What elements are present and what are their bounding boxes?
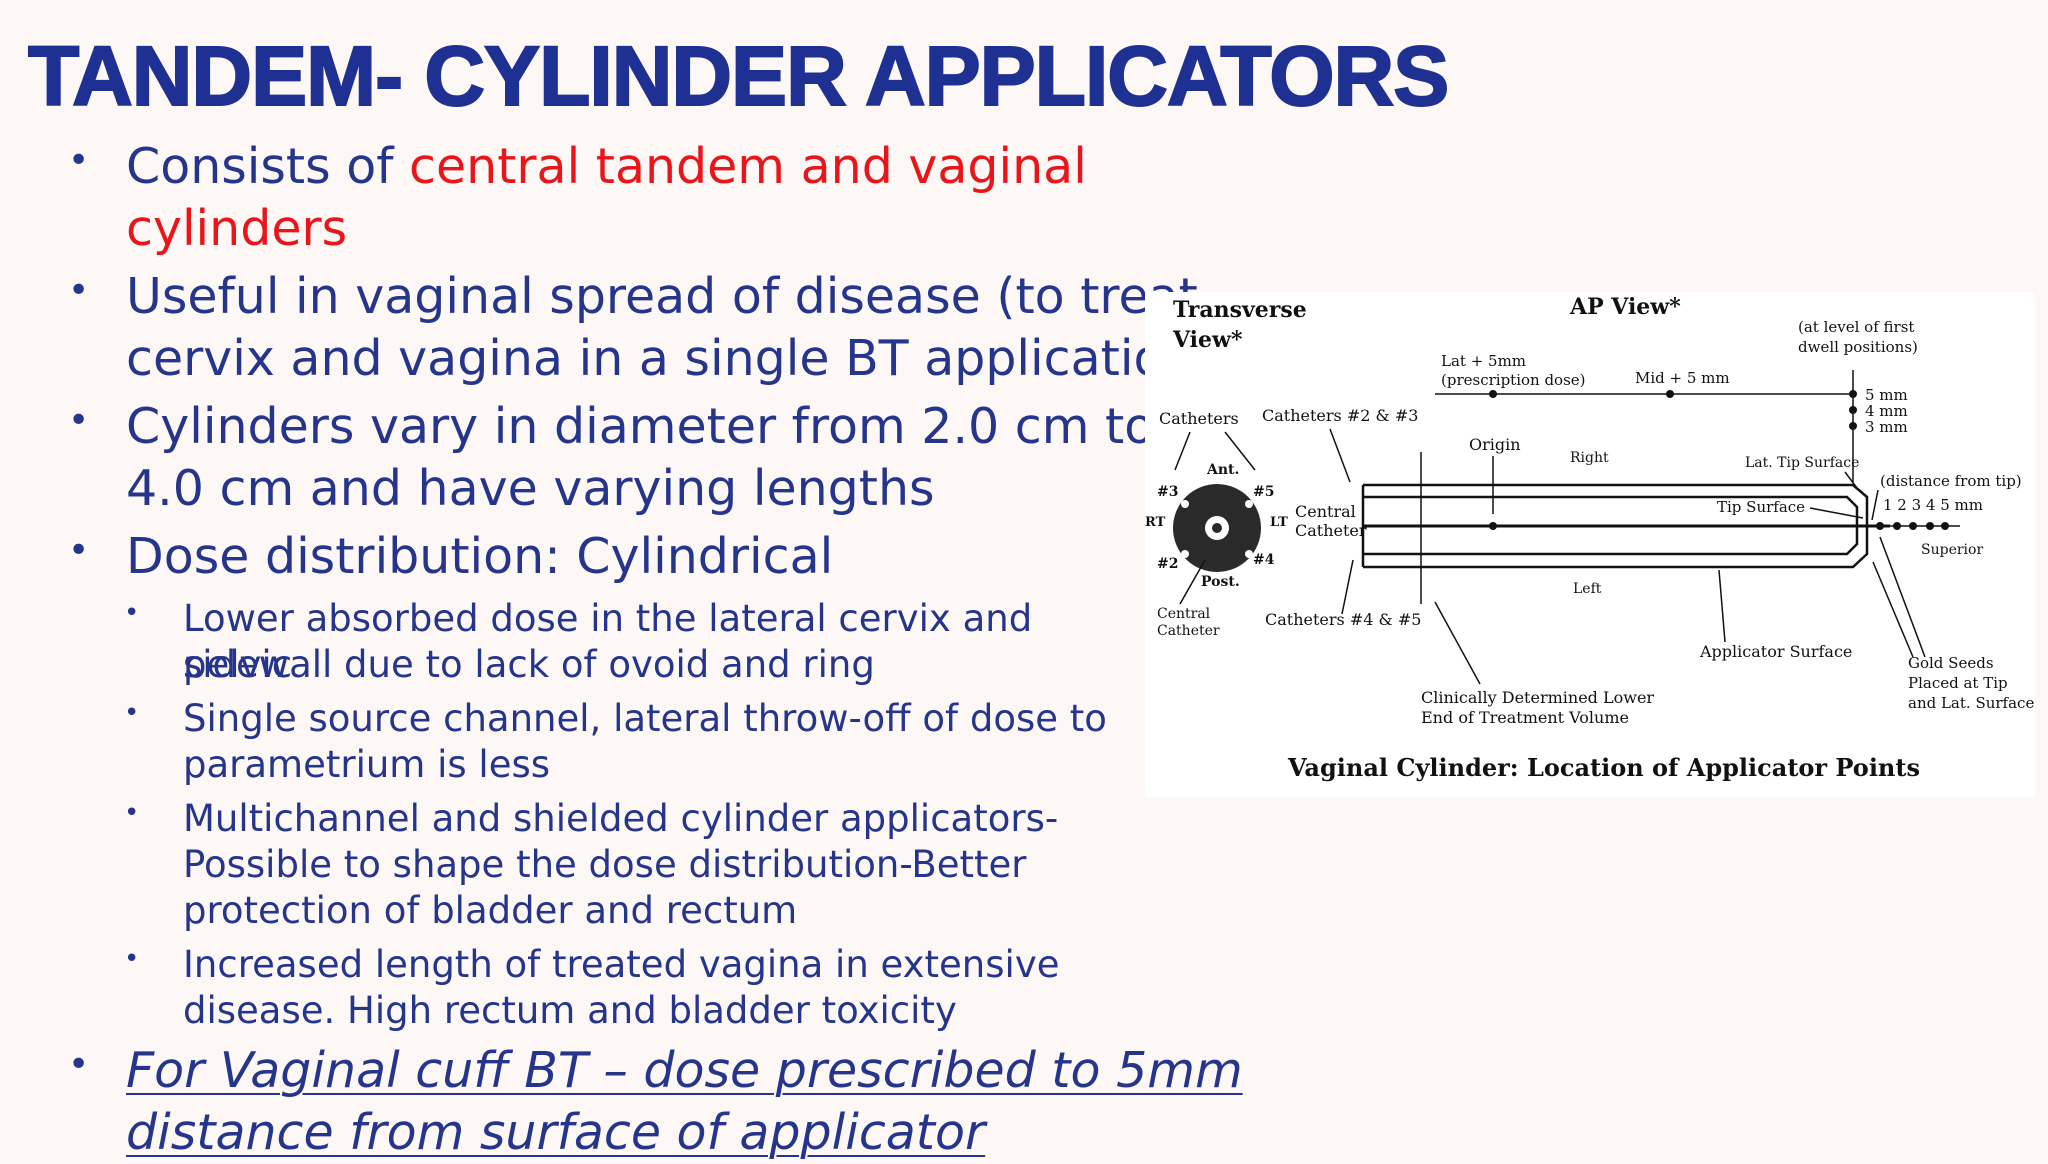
label-gold2: Placed at Tip [1908, 674, 2008, 692]
bullet-vaginal-cuff-line1: For Vaginal cuff BT – dose prescribed to… [126, 1042, 1243, 1099]
cylinder-ap-outline [1361, 452, 1890, 604]
label-lat5: Lat + 5mm [1441, 352, 1526, 370]
label-distance-from-tip: (distance from tip) [1880, 472, 2022, 490]
label-at-level: (at level of first [1798, 318, 1914, 336]
sub-bullet-single-source-line1: Single source channel, lateral throw-off… [183, 697, 1107, 740]
sub-bullet-lower-dose-line2: sidewall due to lack of ovoid and ring [183, 643, 875, 686]
label-clin1: Clinically Determined Lower [1421, 688, 1654, 707]
label-tip-surface: Tip Surface [1717, 498, 1805, 516]
label-ant: Ant. [1206, 462, 1239, 478]
sub-bullet-marker: • [124, 944, 140, 974]
bullet-dose-distribution: Dose distribution: Cylindrical [126, 528, 834, 585]
label-gold3: and Lat. Surface [1908, 694, 2034, 712]
sub-bullet-increased-length-line2: disease. High rectum and bladder toxicit… [183, 989, 957, 1032]
label-origin: Origin [1469, 435, 1521, 454]
label-central-catheter-1: Central [1157, 606, 1211, 622]
label-5mm: 5 mm [1865, 386, 1908, 404]
label-n4: #4 [1253, 552, 1275, 568]
vaginal-cylinder-diagram: Transverse View* Catheters Ant. #3 #5 RT… [1145, 292, 2035, 797]
label-n2: #2 [1157, 556, 1178, 572]
highlight-cylinders: cylinders [126, 200, 348, 257]
label-superior: Superior [1921, 542, 1983, 558]
bullet-marker: • [68, 270, 90, 311]
label-catheters-23: Catheters #2 & #3 [1262, 406, 1418, 425]
label-4mm: 4 mm [1865, 402, 1908, 420]
sub-bullet-multichannel-line2: Possible to shape the dose distribution-… [183, 843, 1027, 886]
label-n3: #3 [1157, 484, 1178, 500]
label-rt: RT [1145, 515, 1166, 530]
sub-bullet-marker: • [124, 798, 140, 828]
bullet-marker: • [68, 1044, 90, 1085]
label-central: Central [1295, 502, 1356, 521]
label-clin2: End of Treatment Volume [1421, 708, 1629, 727]
sub-bullet-marker: • [124, 698, 140, 728]
label-catheter: Catheter [1295, 521, 1367, 540]
slide-title: TANDEM- CYLINDER APPLICATORS [27, 28, 1450, 124]
label-left: Left [1573, 581, 1602, 597]
label-catheters: Catheters [1159, 409, 1239, 428]
label-transverse-view: View* [1172, 327, 1243, 353]
sub-bullet-increased-length-line1: Increased length of treated vagina in ex… [183, 943, 1060, 986]
label-mid5: Mid + 5 mm [1635, 369, 1730, 387]
label-transverse: Transverse [1173, 297, 1307, 323]
label-right: Right [1570, 450, 1609, 466]
label-nums: 1 2 3 4 5 mm [1883, 496, 1983, 514]
bullet-consists: Consists of central tandem and vaginal [126, 136, 1306, 198]
bullet-cylinders-line2: 4.0 cm and have varying lengths [126, 460, 935, 517]
label-3mm: 3 mm [1865, 418, 1908, 436]
bullet-useful-line1: Useful in vaginal spread of disease (to … [126, 268, 1198, 325]
label-dwell: dwell positions) [1798, 338, 1918, 356]
label-n5: #5 [1253, 484, 1274, 500]
sub-bullet-marker: • [124, 598, 140, 628]
bullet-marker: • [68, 400, 90, 441]
bullet-cylinders-line1: Cylinders vary in diameter from 2.0 cm t… [126, 398, 1155, 455]
label-prescription: (prescription dose) [1441, 371, 1586, 389]
sub-bullet-multichannel-line1: Multichannel and shielded cylinder appli… [183, 797, 1059, 840]
bullet-useful-line2: cervix and vagina in a single BT applica… [126, 330, 1195, 387]
bullet-marker: • [68, 530, 90, 571]
sub-bullet-lower-dose-line1: Lower absorbed dose in the lateral cervi… [183, 597, 1033, 686]
label-gold1: Gold Seeds [1908, 654, 1994, 672]
label-ap-view: AP View* [1569, 294, 1681, 320]
label-applicator-surface: Applicator Surface [1699, 642, 1852, 661]
figure-caption: Vaginal Cylinder: Location of Applicator… [1287, 753, 1920, 782]
label-central-catheter-2: Catheter [1157, 623, 1220, 639]
bullet-vaginal-cuff-line2: distance from surface of applicator [126, 1104, 986, 1161]
label-catheters-45: Catheters #4 & #5 [1265, 610, 1421, 629]
highlight-central-tandem: central tandem and vaginal [409, 138, 1087, 195]
bullet-marker: • [68, 140, 90, 181]
label-post: Post. [1201, 574, 1240, 590]
label-lt: LT [1270, 515, 1288, 530]
sub-bullet-single-source-line2: parametrium is less [183, 743, 551, 786]
bullet-consists-text: Consists of [126, 138, 410, 195]
sub-bullet-multichannel-line3: protection of bladder and rectum [183, 889, 798, 932]
label-lat-tip: Lat. Tip Surface [1745, 455, 1859, 471]
